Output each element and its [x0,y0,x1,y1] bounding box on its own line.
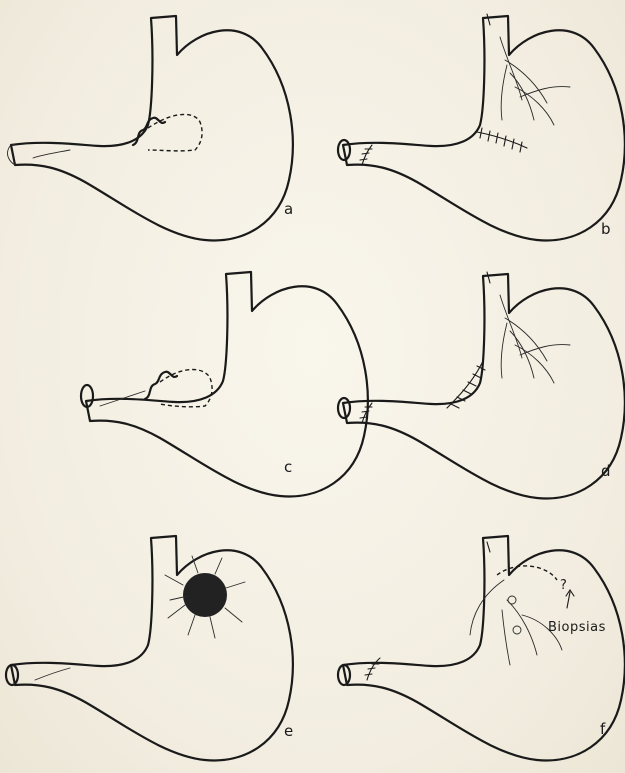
panel-c-stomach [81,272,368,496]
panel-label-d: d [601,462,611,480]
panel-f-biopsy-site-2 [513,626,521,634]
panel-d-vessels [500,295,570,383]
panel-f-stomach [338,536,625,760]
biopsy-annotation: Biopsias [548,620,606,635]
panel-label-e: e [284,722,293,740]
panel-f-pyloric-suture [365,658,380,680]
biopsy-question-mark: ? [560,578,567,593]
panel-e-pyloric-channel [35,668,70,680]
panel-d-stomach [338,272,625,498]
panel-e-stomach [6,536,293,760]
panel-label-f: f [600,720,605,738]
panel-label-b: b [601,220,611,238]
panel-b-stomach [338,14,625,240]
panel-a-pyloric-channel [33,150,70,158]
panel-f-marking-line [497,566,557,580]
panel-label-c: c [284,458,292,476]
panel-f-cardia-stitch [487,542,490,552]
panel-c-resection-edge [145,372,177,399]
panel-b-pyloric-suture [360,145,372,165]
panel-b-vessels [500,37,570,125]
panel-a-resection-edge [133,118,165,145]
panel-b-cardia-stitch [487,14,490,25]
panel-b-suture-line [477,132,527,148]
panel-label-a: a [284,200,293,218]
panel-a-stomach [7,16,292,240]
panel-f-biopsy-site-1 [508,596,516,604]
panel-a-resection-line [148,114,202,150]
panel-d-cardia-stitch [487,272,490,283]
